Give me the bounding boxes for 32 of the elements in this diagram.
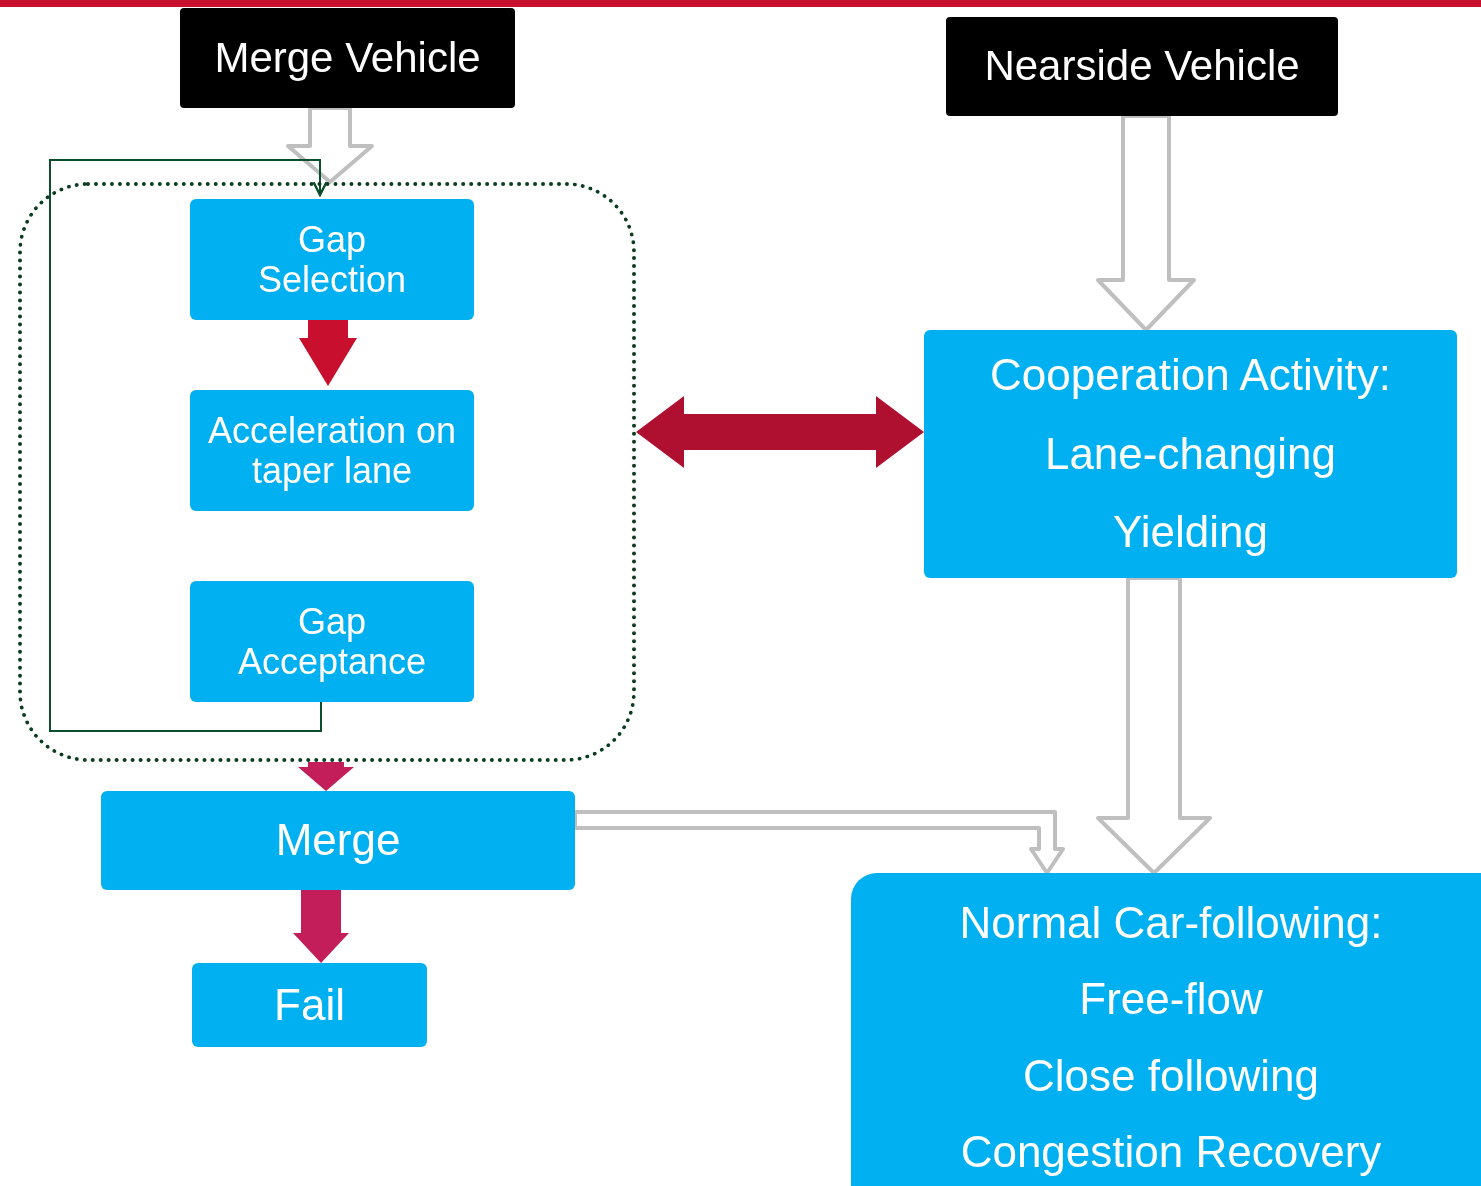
block-arrow [298, 762, 354, 791]
node-text: Close following [1023, 1051, 1319, 1101]
process-box [924, 330, 1457, 578]
node-text: Yielding [1113, 508, 1268, 557]
node-text: Merge [275, 816, 401, 865]
node-text: Congestion Recovery [960, 1128, 1382, 1177]
node-text: Free-flow [1079, 975, 1263, 1024]
node-text: Nearside Vehicle [984, 43, 1300, 90]
node-text: Normal Car-following: [959, 899, 1383, 948]
node-text: Cooperation Activity: [989, 351, 1392, 400]
actor-label [180, 8, 515, 108]
process-box [190, 581, 474, 702]
hollow-arrow [1096, 576, 1212, 875]
hollow-arrow [573, 810, 1065, 875]
double-arrow [636, 396, 924, 468]
block-arrow [293, 890, 349, 963]
actor-label [946, 17, 1338, 116]
process-box [851, 873, 1481, 1186]
node-text: Gap Selection [256, 219, 408, 300]
node-text: Gap Acceptance [236, 601, 428, 682]
process-box [190, 199, 474, 320]
process-box [192, 963, 427, 1047]
loop-arrow [49, 159, 328, 732]
process-box [101, 791, 575, 890]
process-box [190, 390, 474, 511]
node-text: Lane-changing [1044, 429, 1337, 479]
hollow-arrow [286, 106, 374, 184]
node-text: Fail [274, 980, 345, 1030]
hollow-arrow [1096, 114, 1196, 332]
group-outline [18, 182, 636, 762]
node-text: Merge Vehicle [214, 34, 481, 82]
node-text: Acceleration on taper lane [206, 410, 458, 491]
